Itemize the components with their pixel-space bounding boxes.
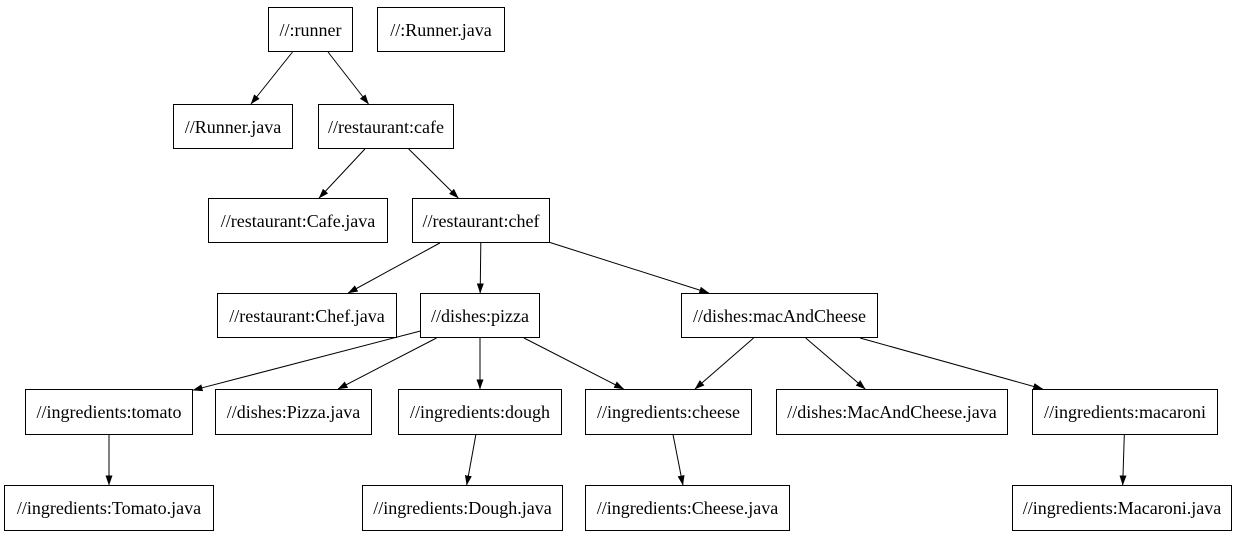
graph-node-runner-java: //Runner.java — [173, 104, 293, 149]
graph-node-chef: //restaurant:chef — [412, 198, 550, 243]
node-label-chef-java: //restaurant:Chef.java — [229, 305, 385, 326]
node-label-cafe: //restaurant:cafe — [328, 116, 444, 137]
graph-node-cheese-java: //ingredients:Cheese.java — [585, 485, 790, 531]
node-label-cheese: //ingredients:cheese — [597, 402, 740, 422]
edge-macaroni-to-macaroni-java — [1119, 434, 1127, 486]
graph-node-pizza-java: //dishes:Pizza.java — [215, 389, 372, 435]
graph-node-runner: //:runner — [268, 7, 353, 52]
edge-pizza-to-cheese — [523, 337, 625, 390]
edge-pizza-to-pizza-java — [337, 337, 437, 390]
edge-runner-to-runner-java — [250, 51, 293, 105]
edge-cheese-to-cheese-java — [672, 434, 685, 486]
node-label-runner-java-root: //:Runner.java — [390, 19, 492, 40]
graph-node-mac-and-cheese-java: //dishes:MacAndCheese.java — [776, 389, 1008, 435]
edge-chef-to-mac-and-cheese — [549, 242, 710, 294]
graph-node-cafe-java: //restaurant:Cafe.java — [208, 198, 388, 243]
graph-node-macaroni: //ingredients:macaroni — [1032, 389, 1218, 435]
node-label-mac-and-cheese: //dishes:macAndCheese — [693, 305, 866, 326]
edge-chef-to-pizza — [476, 242, 484, 294]
node-label-macaroni-java: //ingredients:Macaroni.java — [1022, 498, 1222, 518]
node-label-macaroni: //ingredients:macaroni — [1044, 402, 1206, 422]
graph-node-macaroni-java: //ingredients:Macaroni.java — [1012, 485, 1232, 531]
edge-cafe-to-chef — [408, 148, 459, 199]
edge-pizza-to-tomato — [192, 330, 421, 392]
node-label-mac-and-cheese-java: //dishes:MacAndCheese.java — [787, 402, 997, 422]
graph-node-mac-and-cheese: //dishes:macAndCheese — [681, 293, 878, 338]
edge-runner-to-cafe — [327, 51, 369, 105]
graph-node-dough-java: //ingredients:Dough.java — [362, 485, 563, 531]
graph-node-tomato: //ingredients:tomato — [25, 389, 193, 435]
graph-node-chef-java: //restaurant:Chef.java — [217, 293, 397, 338]
node-label-dough-java: //ingredients:Dough.java — [373, 498, 552, 518]
node-label-cheese-java: //ingredients:Cheese.java — [596, 498, 779, 518]
graph-node-pizza: //dishes:pizza — [420, 293, 540, 338]
node-label-tomato: //ingredients:tomato — [36, 402, 182, 422]
node-label-dough: //ingredients:dough — [410, 402, 550, 422]
graph-node-runner-java-root: //:Runner.java — [377, 7, 505, 52]
node-label-cafe-java: //restaurant:Cafe.java — [220, 210, 376, 231]
graph-node-cheese: //ingredients:cheese — [585, 389, 752, 435]
node-label-chef: //restaurant:chef — [422, 210, 540, 231]
graph-node-tomato-java: //ingredients:Tomato.java — [4, 485, 214, 531]
node-label-pizza-java: //dishes:Pizza.java — [226, 402, 361, 422]
graph-node-cafe: //restaurant:cafe — [318, 104, 454, 149]
edge-mac-and-cheese-to-mac-and-cheese-java — [805, 337, 866, 390]
edge-mac-and-cheese-to-macaroni — [859, 337, 1044, 390]
node-label-tomato-java: //ingredients:Tomato.java — [16, 498, 202, 518]
node-label-runner: //:runner — [279, 19, 342, 40]
node-label-runner-java: //Runner.java — [184, 116, 282, 137]
node-label-pizza: //dishes:pizza — [431, 305, 529, 326]
edge-cafe-to-cafe-java — [318, 148, 366, 199]
edge-mac-and-cheese-to-cheese — [694, 337, 754, 390]
edge-dough-to-dough-java — [464, 434, 477, 486]
edge-chef-to-chef-java — [347, 242, 441, 294]
graph-node-dough: //ingredients:dough — [398, 389, 562, 435]
